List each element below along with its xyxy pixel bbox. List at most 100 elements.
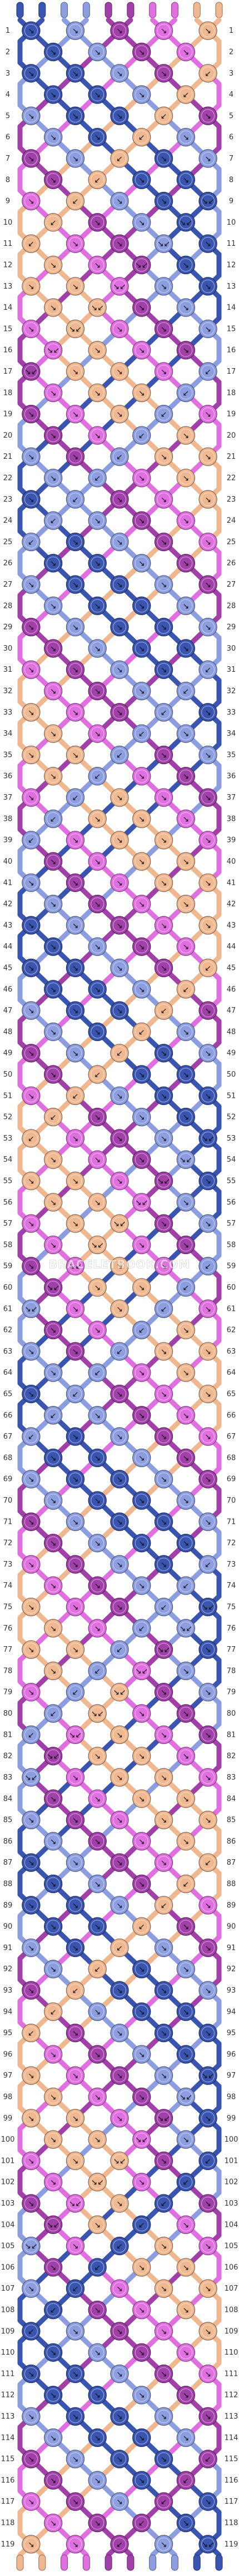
knot-direction-icon: ↘↙ <box>47 346 59 355</box>
knot: ↘ <box>176 1235 196 1255</box>
knot: ↘ <box>110 1768 129 1787</box>
knot-direction-icon: ↘ <box>94 2519 101 2528</box>
knot: ↘ <box>154 1512 173 1532</box>
row-number: 25 <box>227 538 236 546</box>
knot-direction-icon: ↙ <box>138 1326 145 1335</box>
knot-direction-icon: ↘ <box>138 559 145 568</box>
knot: ↘ <box>132 937 151 956</box>
knot-direction-icon: ↙ <box>161 1305 167 1314</box>
knot: ↘ <box>132 1278 151 1297</box>
knot-direction-icon: ↘ <box>205 27 211 36</box>
knot: ↘ <box>88 2300 107 2320</box>
knot: ↘↙ <box>66 2194 85 2213</box>
knot-direction-icon: ↘ <box>72 1135 79 1143</box>
knot-direction-icon: ↘ <box>205 1092 211 1101</box>
knot: ↙ <box>66 2279 85 2298</box>
knot-direction-icon: ↘ <box>138 2434 145 2443</box>
knot: ↙ <box>198 2449 217 2469</box>
knot: ↘ <box>88 426 107 445</box>
row-number: 18 <box>3 389 13 397</box>
knot-direction-icon: ↘ <box>182 2434 189 2443</box>
knot: ↘ <box>88 1789 107 1808</box>
knot-direction-icon: ↘ <box>72 240 79 249</box>
knot-direction-icon: ↘↙ <box>135 2136 148 2144</box>
knot: ↘ <box>154 1683 173 1702</box>
knot-direction-icon: ↘ <box>138 943 145 952</box>
knot: ↘ <box>154 1725 173 1745</box>
knot-direction-icon: ↘ <box>28 453 34 462</box>
knot-direction-icon: ↘ <box>28 325 34 334</box>
knot-direction-icon: ↘ <box>94 1454 101 1463</box>
row-number: 113 <box>225 2412 238 2421</box>
knot: ↘ <box>66 1896 85 1915</box>
knot: ↘↙ <box>176 213 196 232</box>
knot: ↘ <box>110 532 129 552</box>
knot-direction-icon: ↘ <box>72 964 79 973</box>
knot: ↘ <box>198 149 217 168</box>
knot: ↘ <box>110 1171 129 1191</box>
knot: ↘ <box>22 447 41 466</box>
knot: ↘ <box>176 2343 196 2362</box>
knot-direction-icon: ↘ <box>182 602 189 611</box>
row-number: 95 <box>227 2029 236 2038</box>
knot-direction-icon: ↘↙ <box>180 2093 192 2102</box>
knot-direction-icon: ↘ <box>116 922 123 930</box>
row-number: 3 <box>229 70 233 78</box>
knot-direction-icon: ↘ <box>94 133 101 142</box>
row-number: 46 <box>3 985 13 994</box>
knot: ↘ <box>88 1448 107 1468</box>
row-number: 8 <box>6 176 10 184</box>
row-number: 108 <box>225 2306 238 2315</box>
knot-direction-icon: ↘↙ <box>91 304 103 313</box>
knot: ↘ <box>198 873 217 892</box>
knot-direction-icon: ↘↙ <box>69 1731 82 1740</box>
knot-direction-icon: ↘ <box>138 176 145 185</box>
string-bottom-cap <box>82 2554 90 2571</box>
knot-direction-icon: ↘↙ <box>47 2221 59 2230</box>
knot-direction-icon: ↘ <box>161 453 167 462</box>
knot-direction-icon: ↘↙ <box>201 2072 214 2080</box>
knot-direction-icon: ↘ <box>205 922 211 930</box>
row-number: 19 <box>227 410 236 419</box>
knot: ↘ <box>198 617 217 637</box>
knot-direction-icon: ↘ <box>116 1731 123 1740</box>
knot-direction-icon: ↙ <box>94 1965 101 1974</box>
knot: ↙ <box>198 1853 217 1872</box>
knot: ↙ <box>198 2151 217 2171</box>
knot: ↘ <box>132 383 151 402</box>
knot-direction-icon: ↘ <box>205 112 211 121</box>
knot-direction-icon: ↘ <box>50 1156 57 1165</box>
knot: ↘ <box>66 532 85 552</box>
knot: ↘ <box>198 2279 217 2298</box>
knot-direction-icon: ↘ <box>50 1965 57 1974</box>
knot: ↘ <box>110 2492 129 2511</box>
knot-direction-icon: ↘ <box>116 410 123 419</box>
knot-direction-icon: ↘ <box>138 2263 145 2272</box>
row-number: 9 <box>229 197 233 206</box>
row-number: 21 <box>3 453 13 461</box>
row-number: 96 <box>3 2050 13 2059</box>
knot: ↘ <box>22 64 41 83</box>
knot-direction-icon: ↘↙ <box>201 197 214 206</box>
knot: ↙ <box>66 1384 85 1404</box>
knot: ↘ <box>176 2300 196 2320</box>
knot: ↘ <box>66 873 85 892</box>
knot-direction-icon: ↘ <box>116 1774 123 1782</box>
knot: ↘ <box>66 2492 85 2511</box>
knot: ↙ <box>198 660 217 679</box>
knot: ↙ <box>88 468 107 488</box>
knot-direction-icon: ↙ <box>205 2157 211 2166</box>
knot-direction-icon: ↘ <box>116 1092 123 1101</box>
row-number: 7 <box>229 155 233 163</box>
knot: ↘ <box>110 2109 129 2128</box>
knot-direction-icon: ↘ <box>182 1667 189 1676</box>
knot-direction-icon: ↘ <box>205 2114 211 2123</box>
row-number: 12 <box>227 261 236 269</box>
knot: ↘ <box>132 1107 151 1127</box>
knot: ↙ <box>154 1001 173 1020</box>
knot-direction-icon: ↘ <box>72 1177 79 1186</box>
knot-direction-icon: ↙ <box>72 1987 79 1995</box>
knot-direction-icon: ↙ <box>50 517 57 526</box>
knot: ↘ <box>88 2471 107 2490</box>
knot-direction-icon: ↘ <box>161 1987 167 1995</box>
